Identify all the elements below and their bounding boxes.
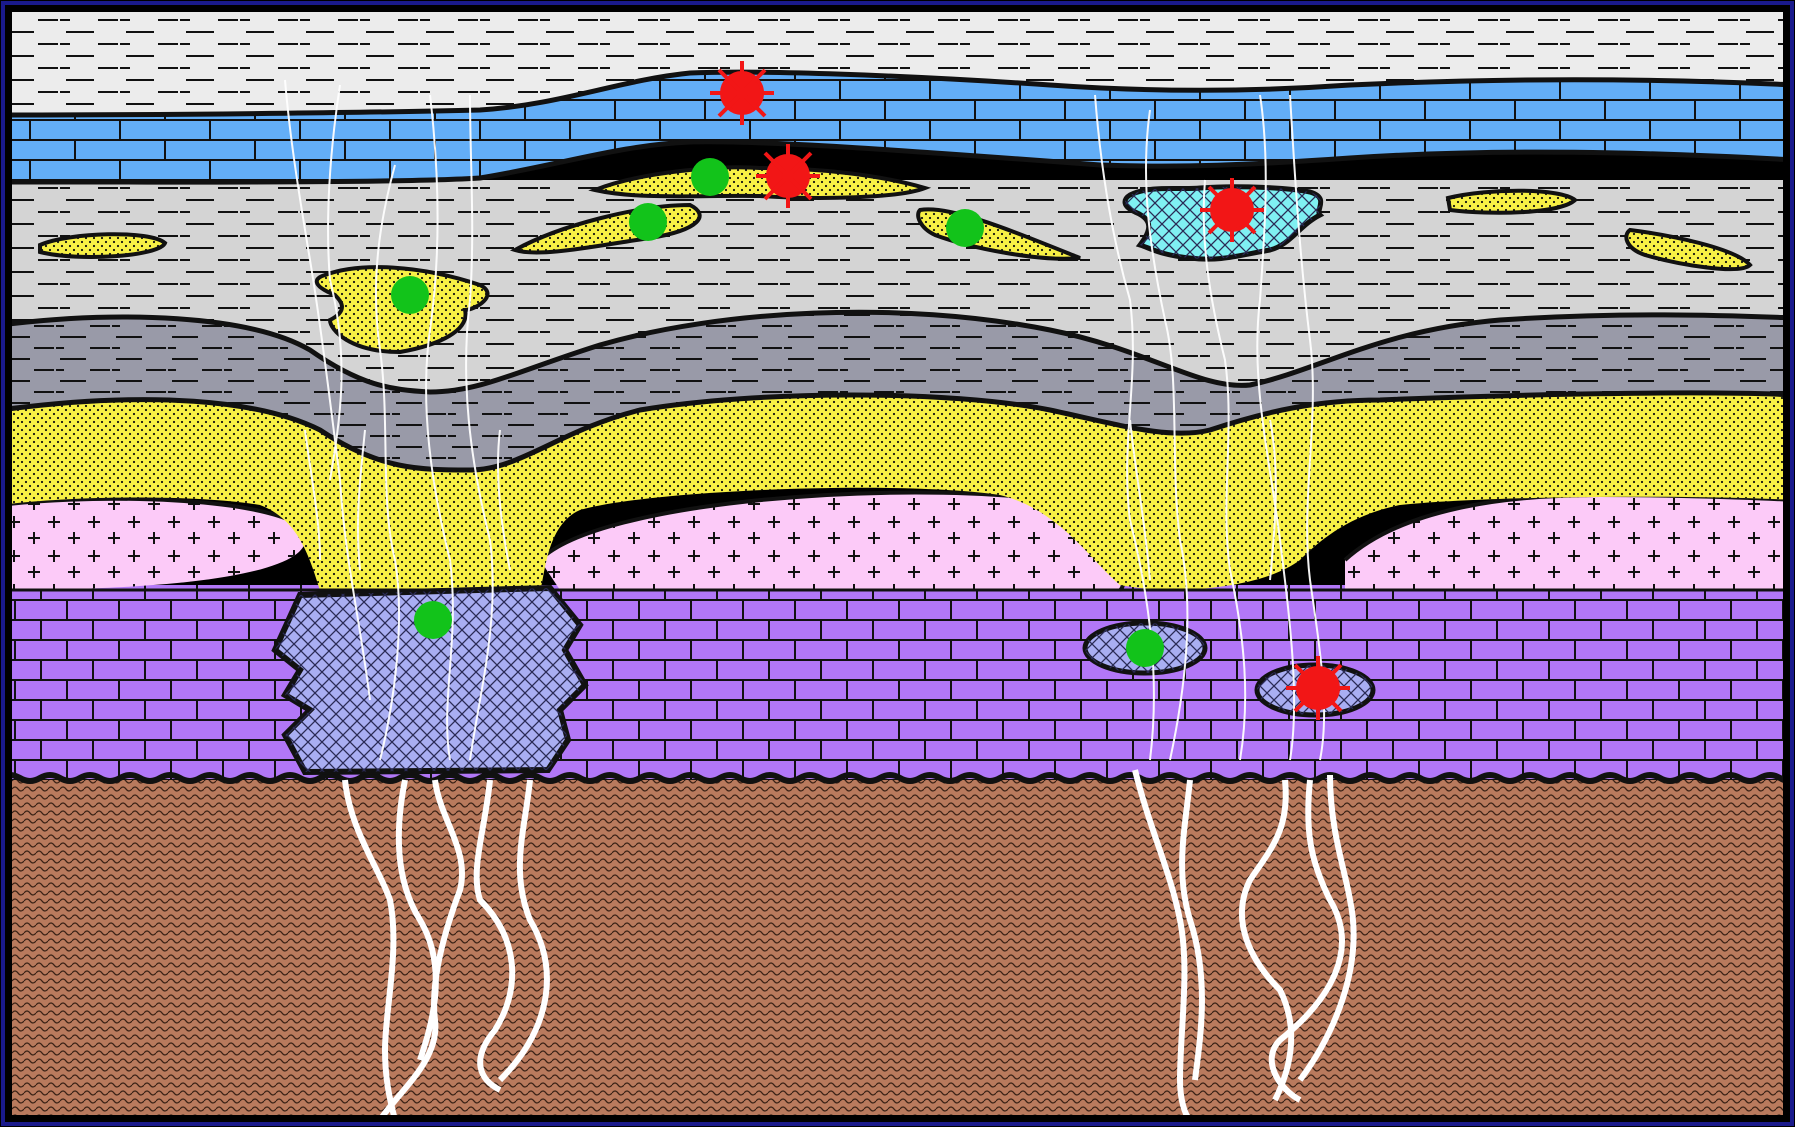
basement-layer	[0, 770, 1795, 1127]
green-dot-icon	[1126, 629, 1164, 667]
green-dot-icon	[391, 276, 429, 314]
green-dot-icon	[629, 203, 667, 241]
red-starburst-icon	[710, 61, 774, 125]
purple-limestone-layer	[0, 585, 1795, 780]
green-dot-icon	[946, 209, 984, 247]
red-starburst-icon	[1200, 178, 1264, 242]
green-dot-icon	[414, 601, 452, 639]
red-starburst-icon	[1286, 656, 1350, 720]
red-starburst-icon	[756, 144, 820, 208]
green-dot-icon	[691, 158, 729, 196]
